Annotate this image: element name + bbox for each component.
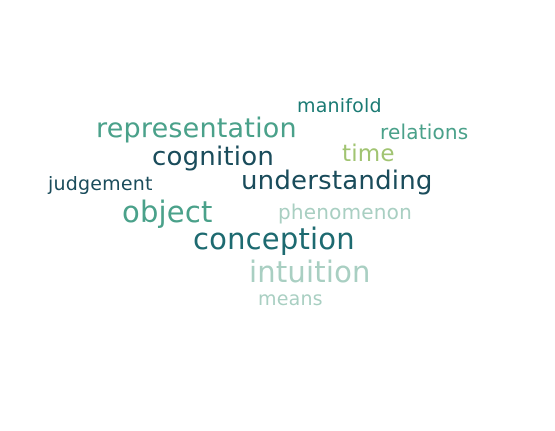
word-cognition: cognition <box>152 142 275 172</box>
word-relations: relations <box>380 120 469 144</box>
word-manifold: manifold <box>297 95 382 117</box>
word-intuition: intuition <box>249 255 371 289</box>
word-judgement: judgement <box>48 173 153 195</box>
word-means: means <box>258 288 323 310</box>
word-representation: representation <box>96 113 297 144</box>
word-time: time <box>342 141 395 167</box>
word-understanding: understanding <box>241 166 433 196</box>
word-phenomenon: phenomenon <box>278 200 412 224</box>
word-object: object <box>122 195 213 229</box>
word-conception: conception <box>193 222 355 256</box>
